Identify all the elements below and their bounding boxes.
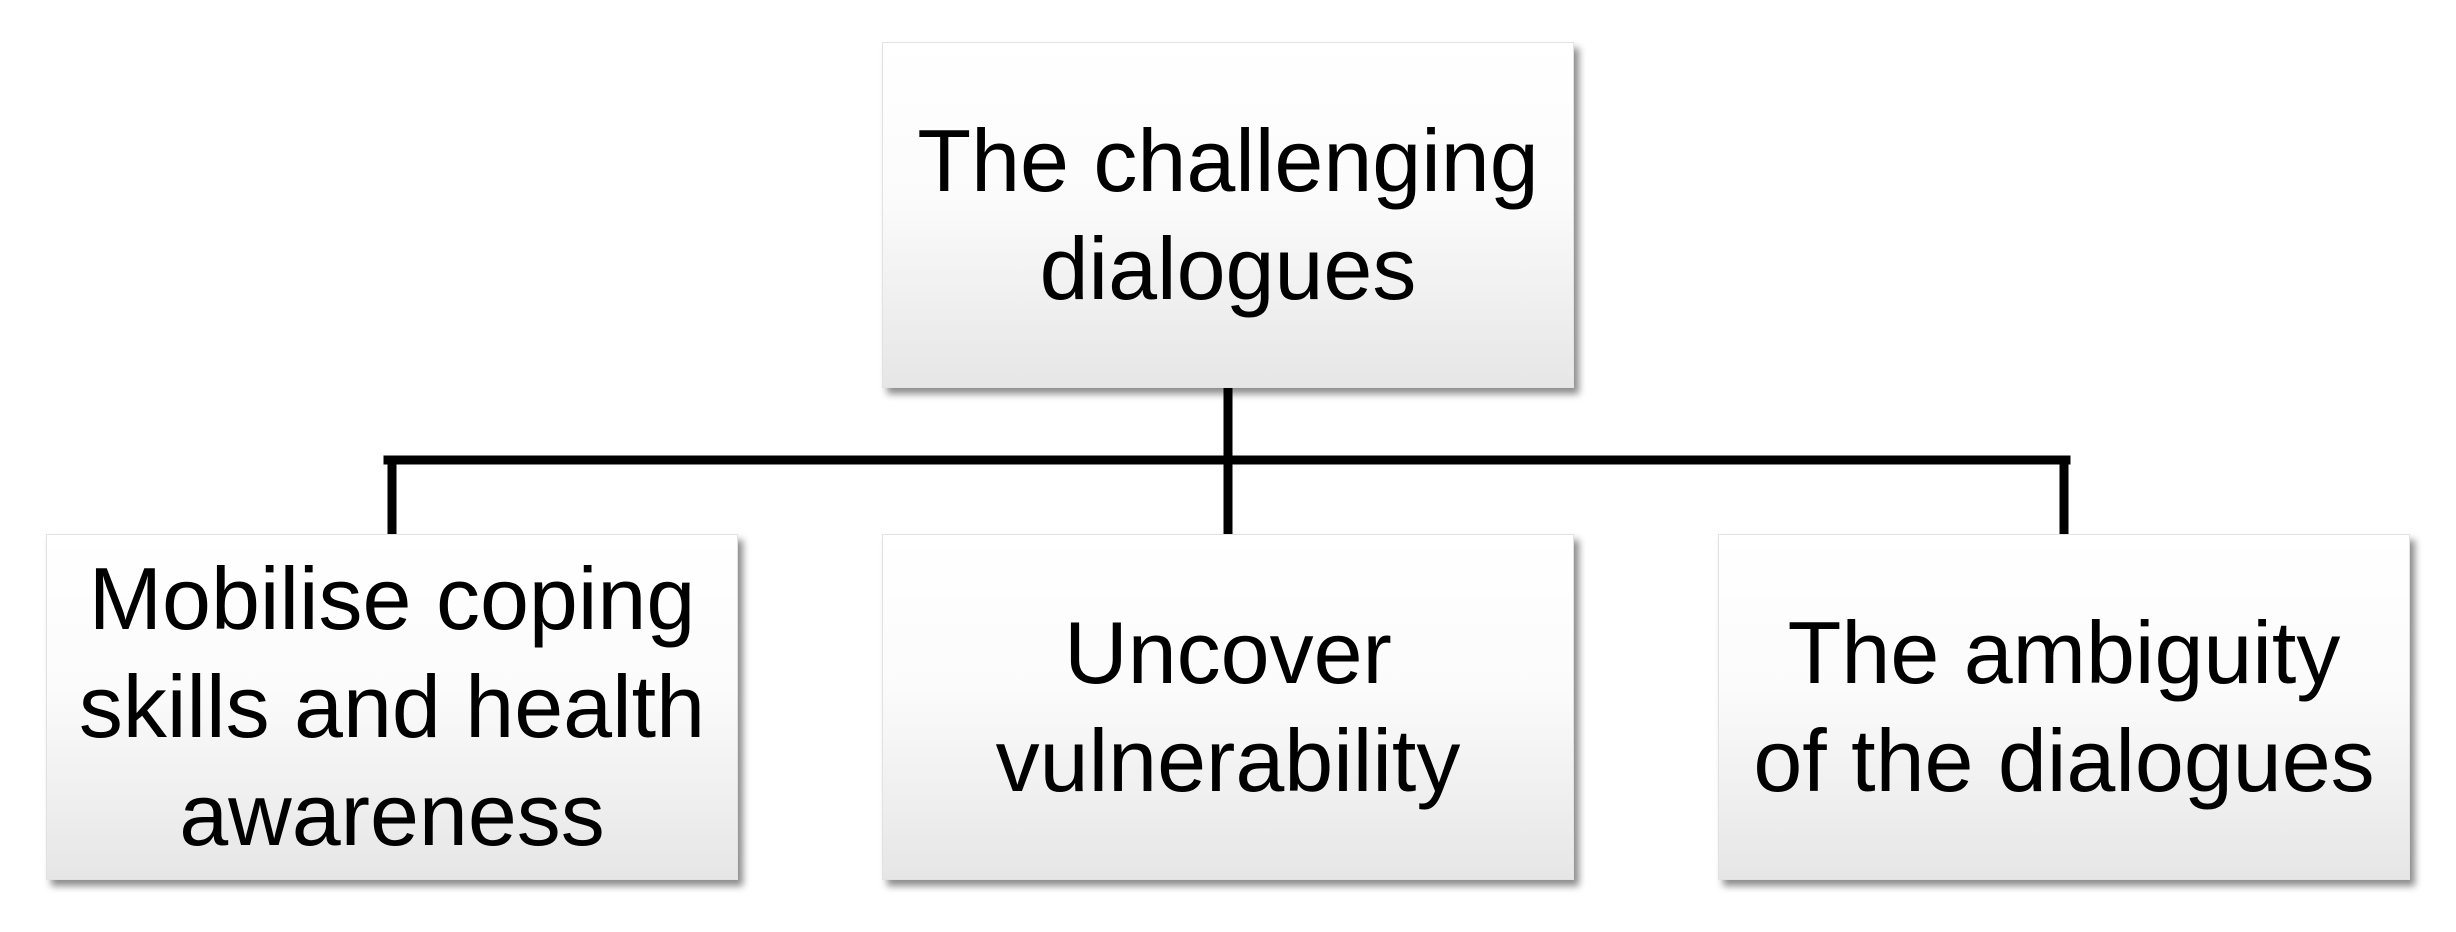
child-node-label: Mobilise coping skills and health awaren… [78, 549, 706, 864]
root-node-label: The challenging dialogues [917, 111, 1539, 318]
root-node: The challenging dialogues [882, 42, 1574, 388]
child-node-label: The ambiguity of the dialogues [1753, 603, 2375, 810]
child-node-ambiguity: The ambiguity of the dialogues [1718, 534, 2410, 880]
child-node-label: Uncover vulnerability [995, 603, 1461, 810]
child-node-coping-skills: Mobilise coping skills and health awaren… [46, 534, 738, 880]
child-node-vulnerability: Uncover vulnerability [882, 534, 1574, 880]
